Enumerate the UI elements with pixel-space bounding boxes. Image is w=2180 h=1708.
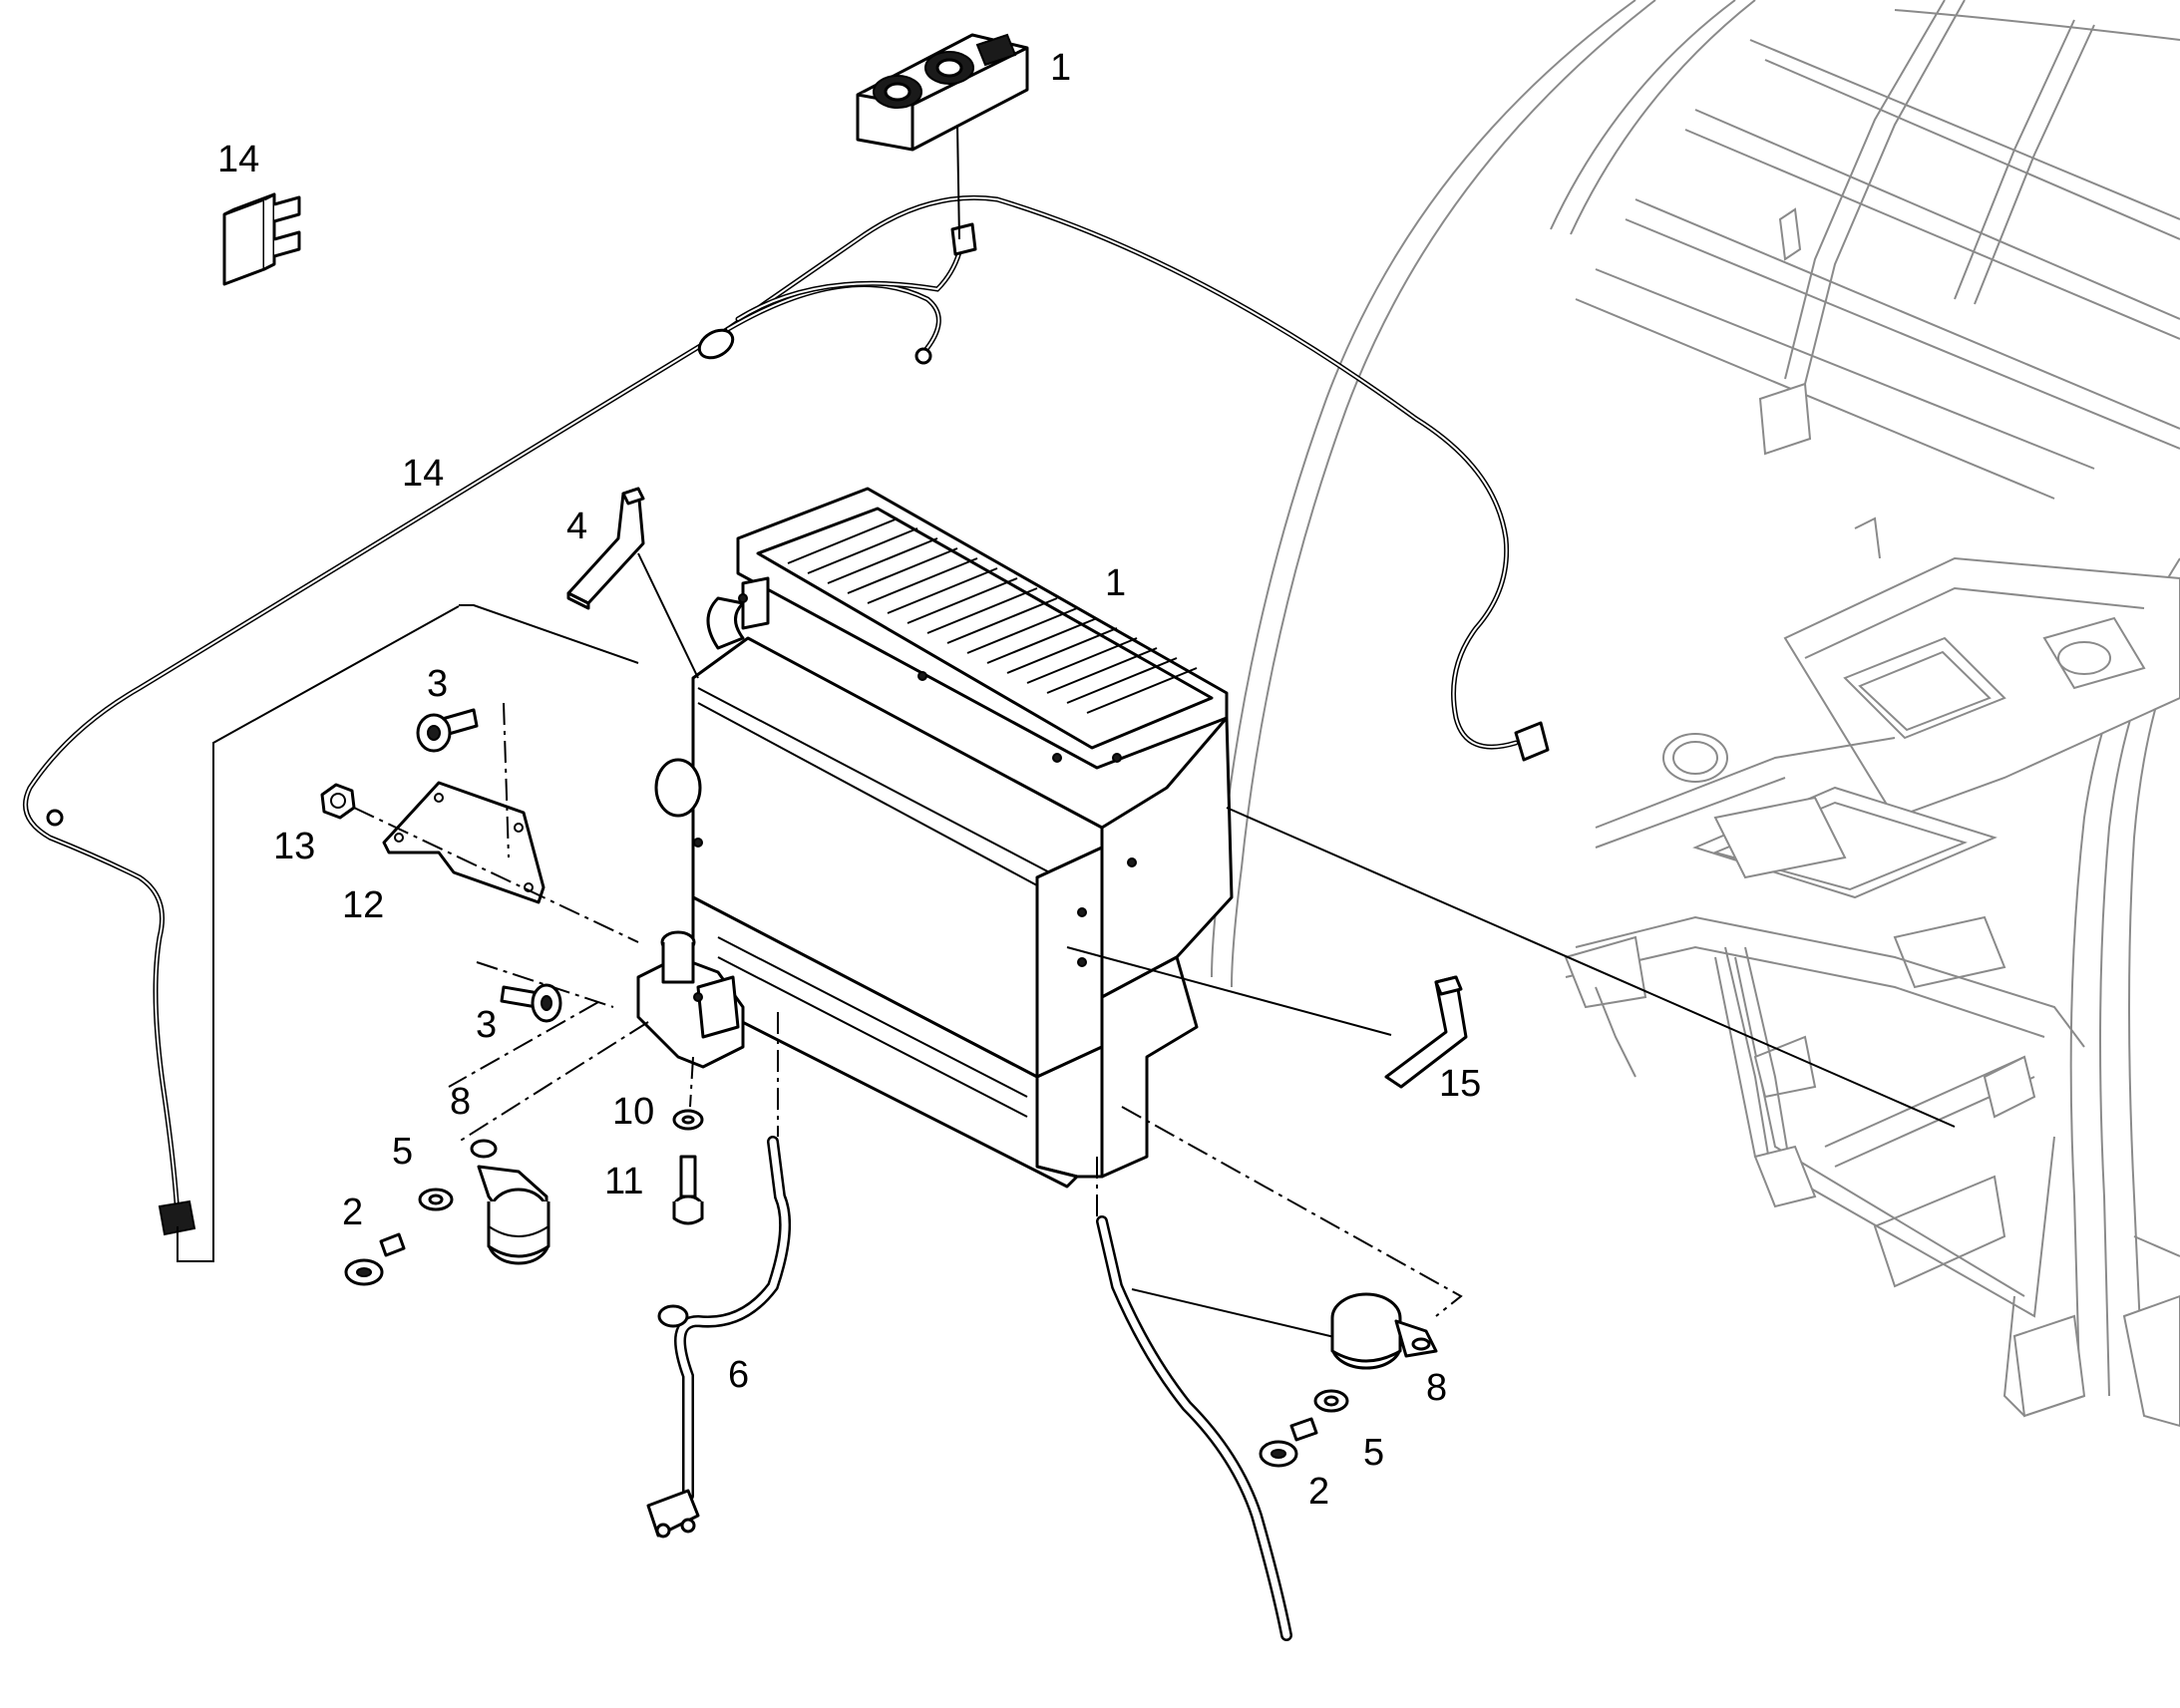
hose-right [1096, 1157, 1352, 1641]
washer-5-right [1313, 1389, 1349, 1413]
bolt-3-lower [476, 961, 614, 1023]
heater-unit [459, 487, 1956, 1189]
wiring-harness [23, 194, 1550, 1262]
washer-5-left [418, 1188, 454, 1211]
bracket-15 [1384, 975, 1468, 1089]
control-valve [448, 930, 745, 1088]
screw-11 [672, 1155, 704, 1225]
callout-2-left: 2 [342, 1192, 363, 1233]
bracket-4 [566, 487, 699, 679]
callout-13-nut: 13 [273, 826, 315, 867]
bolt-2-right [1259, 1417, 1318, 1468]
callout-10-washer: 10 [612, 1091, 654, 1133]
callout-6-hose: 6 [728, 1354, 749, 1396]
callout-14-harness: 14 [402, 453, 444, 495]
callout-labels: 1 14 14 4 1 3 13 12 3 8 5 2 10 11 6 15 8… [217, 47, 1481, 1513]
callout-15-bracket: 15 [1439, 1063, 1481, 1105]
plate-12 [353, 702, 639, 943]
clamp-8-left [458, 1021, 649, 1265]
nut-13 [320, 783, 356, 820]
bolt-2-left [344, 1232, 406, 1286]
callout-3-upper: 3 [427, 663, 448, 705]
callout-5-left: 5 [392, 1131, 413, 1173]
fuse [222, 192, 301, 286]
bolt-3-upper [416, 708, 479, 753]
callout-1-heater: 1 [1105, 562, 1126, 604]
clamp-8-right [1121, 1106, 1463, 1370]
cab-frame [1211, 0, 2180, 1428]
callout-14-fuse: 14 [217, 139, 259, 180]
callout-1-control-panel: 1 [1050, 47, 1071, 89]
callout-3-lower: 3 [476, 1004, 497, 1046]
callout-11-screw: 11 [604, 1161, 643, 1202]
hose-6 [646, 1012, 792, 1538]
callout-4-bracket: 4 [566, 506, 587, 547]
control-panel [856, 33, 1029, 240]
callout-5-right: 5 [1363, 1432, 1384, 1474]
callout-2-right: 2 [1308, 1471, 1329, 1513]
callout-8-right: 8 [1426, 1367, 1447, 1409]
callout-8-left: 8 [450, 1081, 471, 1123]
washer-10 [672, 1056, 704, 1131]
callout-12-plate: 12 [342, 884, 384, 926]
